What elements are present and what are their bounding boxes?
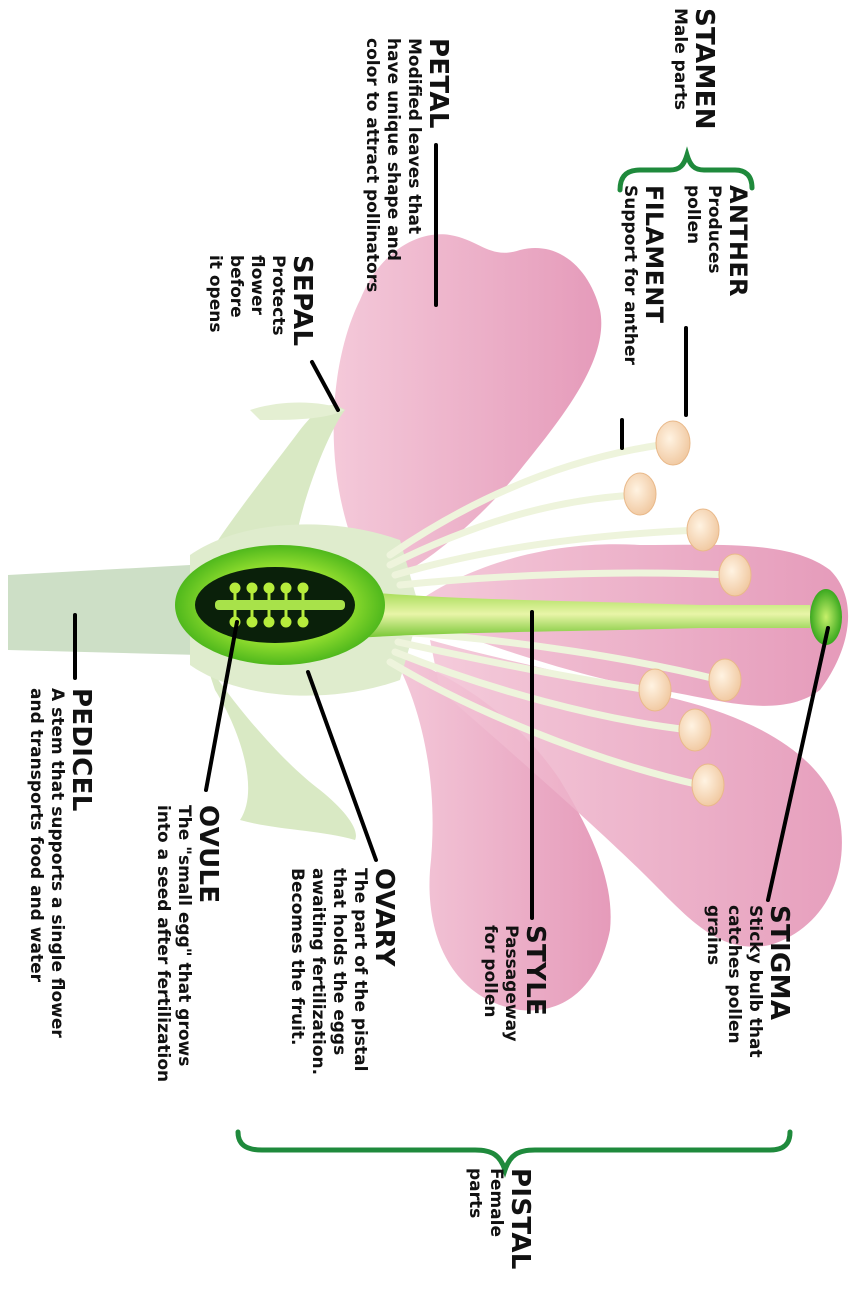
sepal-desc-line: Protects xyxy=(267,255,288,346)
anther xyxy=(679,709,711,751)
ovule-desc-line: The "small egg" that grows xyxy=(173,805,194,1082)
style-heading: STYLE xyxy=(521,925,549,1042)
petal-heading: PETAL xyxy=(424,38,452,292)
anther xyxy=(692,764,724,806)
stigma-desc-line: Sticky bulb that xyxy=(744,905,765,1058)
stigma-label: STIGMA Sticky bulb that catches pollen g… xyxy=(702,905,793,1058)
ovule-heading: OVULE xyxy=(194,805,222,1082)
anther xyxy=(687,509,719,551)
petal-desc-line: Modified leaves that xyxy=(403,38,424,292)
filament-label: FILAMENT Support for anther xyxy=(619,185,668,365)
anther xyxy=(709,659,741,701)
style-label: STYLE Passageway for pollen xyxy=(479,925,549,1042)
pedicel-desc-line: and transports food and water xyxy=(25,688,46,1038)
sepal-desc-line: flower xyxy=(246,255,267,346)
pistal-desc-line: parts xyxy=(464,1168,485,1270)
sepal-desc-line: it opens xyxy=(204,255,225,346)
anther xyxy=(719,554,751,596)
pedicel-stem xyxy=(8,565,200,655)
stigma-desc-line: grains xyxy=(702,905,723,1058)
petal-label: PETAL Modified leaves that have unique s… xyxy=(361,38,452,292)
ovary-desc-line: awaiting fertilization. xyxy=(307,868,328,1075)
anther-label: ANTHER Produces pollen xyxy=(682,185,752,297)
pistal-bracket xyxy=(238,1132,790,1170)
anther xyxy=(639,669,671,711)
pedicel-heading: PEDICEL xyxy=(67,688,95,1038)
ovary-desc-line: The part of the pistal xyxy=(349,868,370,1075)
anther xyxy=(656,421,690,465)
sepal-label: SEPAL Protects flower before it opens xyxy=(204,255,316,346)
ovule-desc-line: into a seed after fertilization xyxy=(152,805,173,1082)
anther-desc-line: pollen xyxy=(682,185,703,297)
ovary-desc-line: that holds the eggs xyxy=(328,868,349,1075)
petal-desc-line: have unique shape and xyxy=(382,38,403,292)
ovary-septum xyxy=(215,600,345,610)
ovule-label: OVULE The "small egg" that grows into a … xyxy=(152,805,222,1082)
filament-heading: FILAMENT xyxy=(640,185,668,365)
sepal-desc-line: before xyxy=(225,255,246,346)
stigma-heading: STIGMA xyxy=(765,905,793,1058)
style-desc-line: for pollen xyxy=(479,925,500,1042)
sepal-heading: SEPAL xyxy=(288,255,316,346)
ovary-desc-line: Becomes the fruit. xyxy=(286,868,307,1075)
pistal-label: PISTAL Female parts xyxy=(464,1168,534,1270)
pedicel-desc-line: A stem that supports a single flower xyxy=(46,688,67,1038)
anther xyxy=(624,473,656,515)
anther-heading: ANTHER xyxy=(724,185,752,297)
pistal-desc-line: Female xyxy=(485,1168,506,1270)
filament-desc: Support for anther xyxy=(619,185,640,365)
stamen-heading: STAMEN xyxy=(690,8,718,130)
stigma-desc-line: catches pollen xyxy=(723,905,744,1058)
anther-desc-line: Produces xyxy=(703,185,724,297)
ovary-heading: OVARY xyxy=(370,868,398,1075)
pistal-heading: PISTAL xyxy=(506,1168,534,1270)
ovary-label: OVARY The part of the pistal that holds … xyxy=(286,868,398,1075)
sepal-leader xyxy=(312,362,338,410)
petal-desc-line: color to attract pollinators xyxy=(361,38,382,292)
style-desc-line: Passageway xyxy=(500,925,521,1042)
stamen-label: STAMEN Male parts xyxy=(669,8,718,130)
stamen-desc: Male parts xyxy=(669,8,690,130)
pedicel-label: PEDICEL A stem that supports a single fl… xyxy=(25,688,95,1038)
